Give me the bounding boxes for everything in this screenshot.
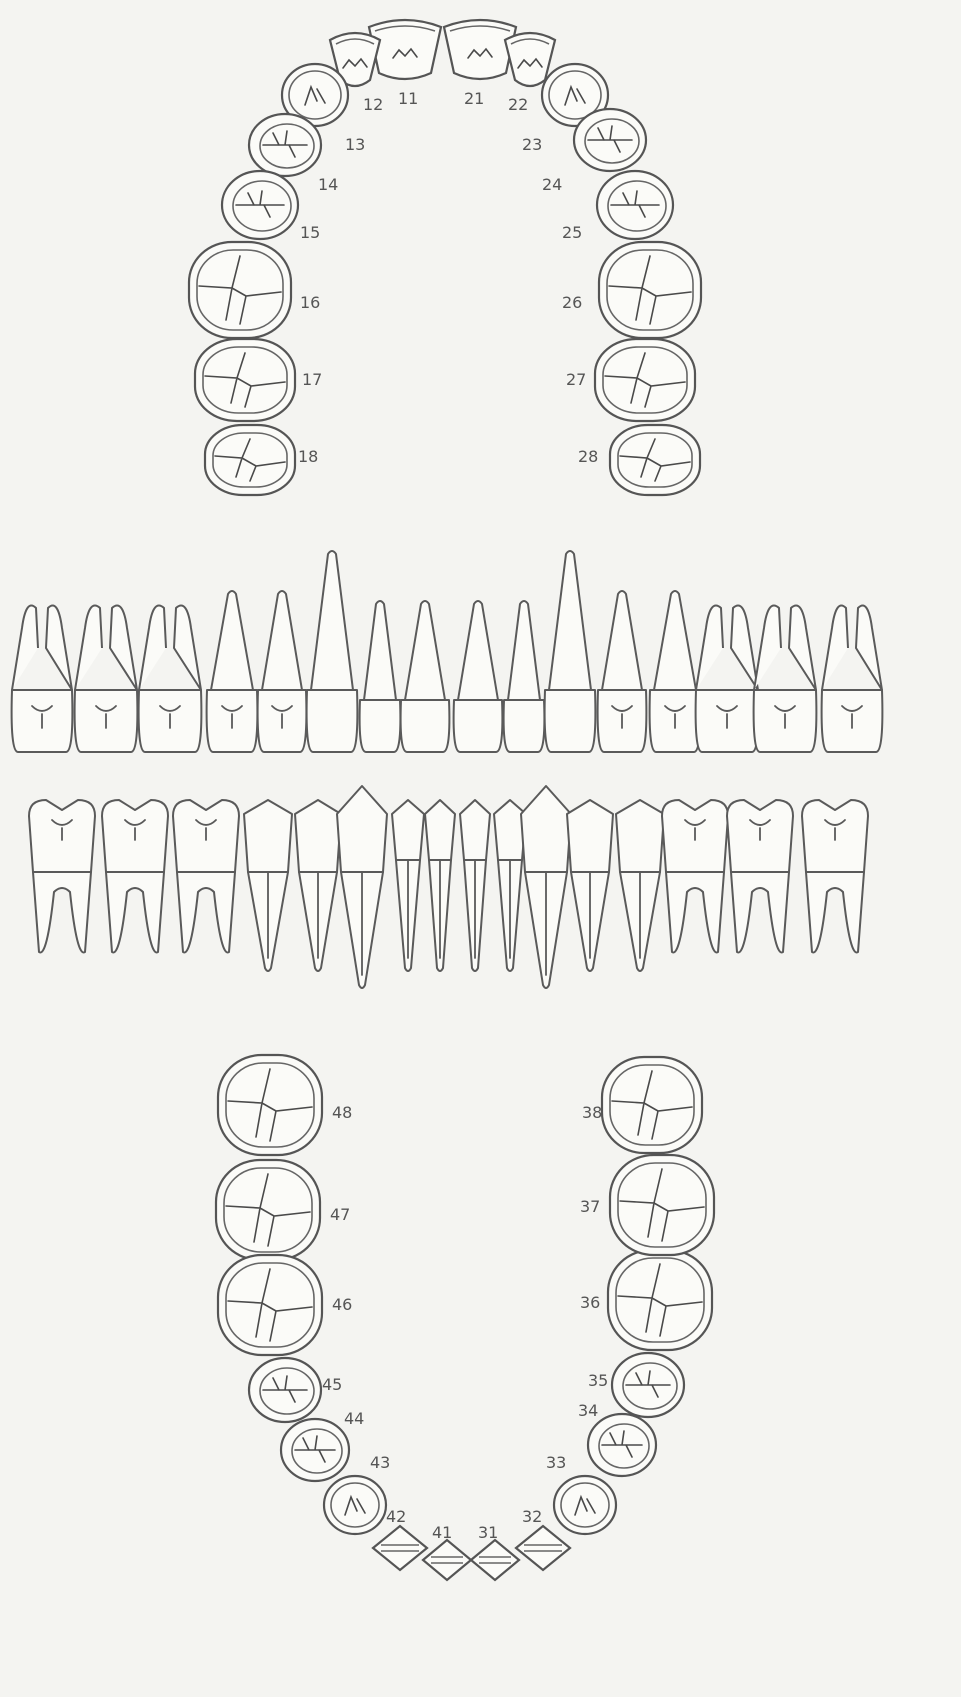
lower-tooth-lateral-molar[interactable] [29,800,95,953]
tooth-number-label: 33 [546,1453,566,1472]
tooth-27-occlusal[interactable]: 27 [566,339,695,421]
tooth-number-label: 17 [302,370,322,389]
lower-tooth-lateral-molar[interactable] [662,800,728,953]
tooth-number-label: 11 [398,89,418,108]
tooth-18-occlusal[interactable]: 18 [205,425,318,495]
tooth-number-label: 36 [580,1293,600,1312]
tooth-number-label: 18 [298,447,318,466]
lower-tooth-lateral-molar[interactable] [727,800,793,953]
tooth-number-label: 41 [432,1523,452,1542]
tooth-number-label: 14 [318,175,338,194]
lower-teeth-lateral-row [29,786,868,988]
lower-tooth-lateral-canine[interactable] [521,786,571,988]
tooth-16-occlusal[interactable]: 16 [189,242,320,338]
lower-tooth-lateral-premolar[interactable] [567,800,613,971]
tooth-37-occlusal[interactable]: 37 [580,1155,714,1255]
tooth-35-occlusal[interactable]: 35 [588,1353,684,1417]
tooth-number-label: 15 [300,223,320,242]
tooth-number-label: 35 [588,1371,608,1390]
tooth-number-label: 26 [562,293,582,312]
tooth-number-label: 42 [386,1507,406,1526]
lower-tooth-lateral-molar[interactable] [102,800,168,953]
tooth-number-label: 32 [522,1507,542,1526]
lower-tooth-lateral-incisor[interactable] [425,800,455,971]
lower-tooth-lateral-incisor[interactable] [460,800,490,971]
upper-tooth-lateral-molar[interactable] [822,606,883,753]
tooth-number-label: 43 [370,1453,390,1472]
tooth-number-label: 31 [478,1523,498,1542]
lower-tooth-lateral-canine[interactable] [337,786,387,988]
upper-tooth-lateral-premolar[interactable] [258,591,307,752]
lower-tooth-lateral-molar[interactable] [173,800,239,953]
upper-tooth-lateral-incisor[interactable] [454,601,503,752]
tooth-number-label: 27 [566,370,586,389]
tooth-number-label: 22 [508,95,528,114]
upper-tooth-lateral-incisor[interactable] [360,601,401,752]
tooth-number-label: 34 [578,1401,598,1420]
tooth-48-occlusal[interactable]: 48 [218,1055,352,1155]
tooth-number-label: 45 [322,1375,342,1394]
tooth-number-label: 37 [580,1197,600,1216]
upper-teeth-lateral-row [12,551,883,752]
lower-tooth-lateral-molar[interactable] [802,800,868,953]
tooth-36-occlusal[interactable]: 36 [580,1250,712,1350]
upper-arch-occlusal: 11 12 13 14 15 16 17 18 21 22 23 24 25 26 27 28 [189,20,701,495]
tooth-number-label: 16 [300,293,320,312]
upper-tooth-lateral-premolar[interactable] [207,591,258,752]
lower-tooth-lateral-premolar[interactable] [616,800,664,971]
tooth-28-occlusal[interactable]: 28 [578,425,700,495]
tooth-number-label: 24 [542,175,562,194]
tooth-21-occlusal[interactable]: 21 [444,20,516,108]
tooth-number-label: 12 [363,95,383,114]
tooth-41-occlusal[interactable]: 41 [423,1523,471,1580]
upper-tooth-lateral-canine[interactable] [307,551,358,752]
tooth-number-label: 23 [522,135,542,154]
upper-tooth-lateral-incisor[interactable] [401,601,450,752]
tooth-45-occlusal[interactable]: 45 [249,1358,342,1422]
upper-tooth-lateral-molar[interactable] [139,606,202,753]
tooth-47-occlusal[interactable]: 47 [216,1160,350,1260]
tooth-number-label: 47 [330,1205,350,1224]
upper-tooth-lateral-premolar[interactable] [650,591,701,752]
upper-tooth-lateral-molar[interactable] [696,606,759,753]
upper-tooth-lateral-molar[interactable] [12,606,73,753]
tooth-15-occlusal[interactable]: 15 [222,171,320,242]
upper-tooth-lateral-premolar[interactable] [598,591,647,752]
upper-tooth-lateral-molar[interactable] [754,606,817,753]
tooth-25-occlusal[interactable]: 25 [562,171,673,242]
tooth-38-occlusal[interactable]: 38 [582,1057,702,1153]
tooth-number-label: 48 [332,1103,352,1122]
tooth-number-label: 13 [345,135,365,154]
lower-tooth-lateral-premolar[interactable] [244,800,292,971]
tooth-46-occlusal[interactable]: 46 [218,1255,352,1355]
upper-tooth-lateral-incisor[interactable] [504,601,545,752]
tooth-number-label: 46 [332,1295,352,1314]
upper-tooth-lateral-molar[interactable] [75,606,138,753]
tooth-17-occlusal[interactable]: 17 [195,339,322,421]
tooth-26-occlusal[interactable]: 26 [562,242,701,338]
lower-tooth-lateral-incisor[interactable] [392,800,424,971]
tooth-number-label: 21 [464,89,484,108]
upper-tooth-lateral-canine[interactable] [545,551,596,752]
tooth-31-occlusal[interactable]: 31 [471,1523,519,1580]
tooth-number-label: 38 [582,1103,602,1122]
tooth-number-label: 44 [344,1409,364,1428]
lower-tooth-lateral-premolar[interactable] [295,800,341,971]
tooth-number-label: 28 [578,447,598,466]
tooth-number-label: 25 [562,223,582,242]
